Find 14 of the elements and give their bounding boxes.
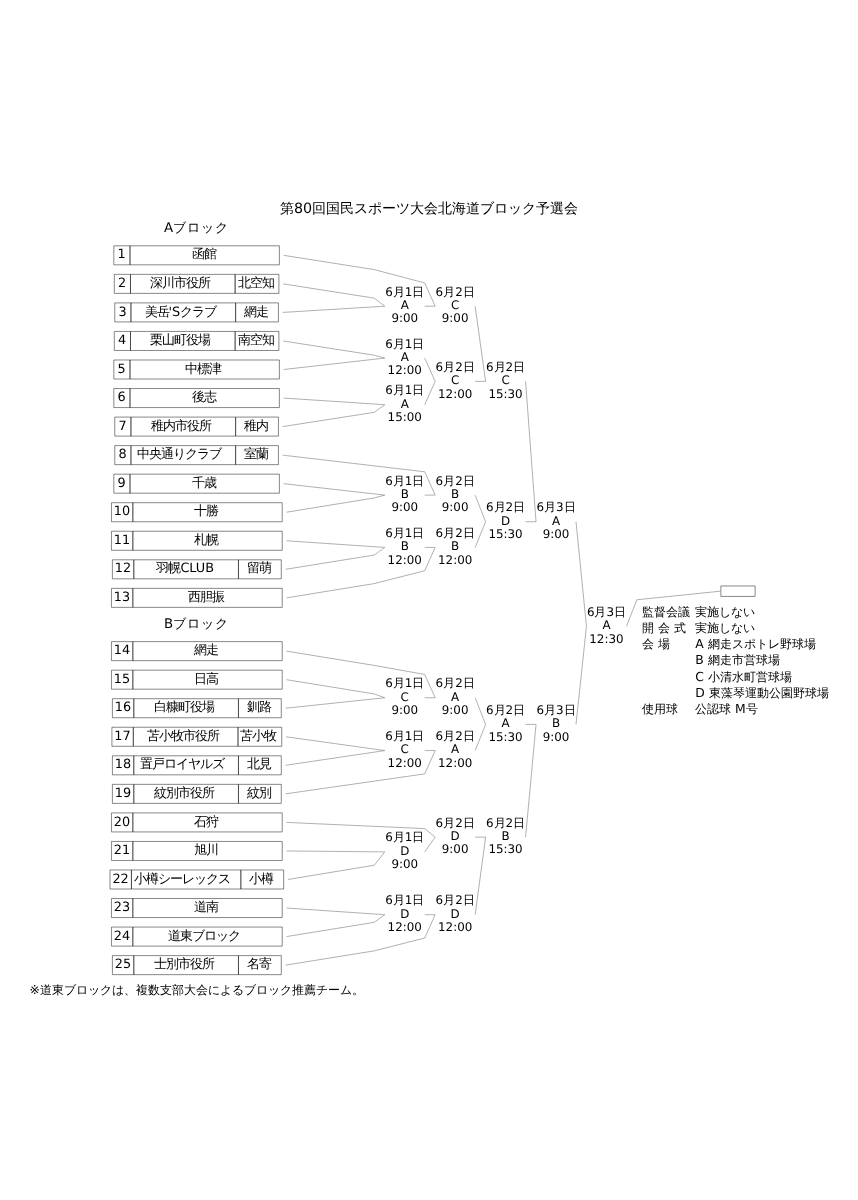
- connector: [626, 590, 721, 627]
- connector: [474, 836, 486, 838]
- connector: [474, 836, 486, 915]
- connector: [285, 750, 385, 766]
- connector: [282, 340, 385, 359]
- connector: [286, 679, 385, 698]
- connector: [285, 736, 385, 751]
- connector: [285, 697, 385, 709]
- node-box: [720, 585, 756, 597]
- connector: [283, 357, 385, 370]
- connector: [286, 540, 385, 548]
- connector: [286, 494, 385, 513]
- connector: [285, 547, 385, 570]
- connector: [283, 483, 385, 496]
